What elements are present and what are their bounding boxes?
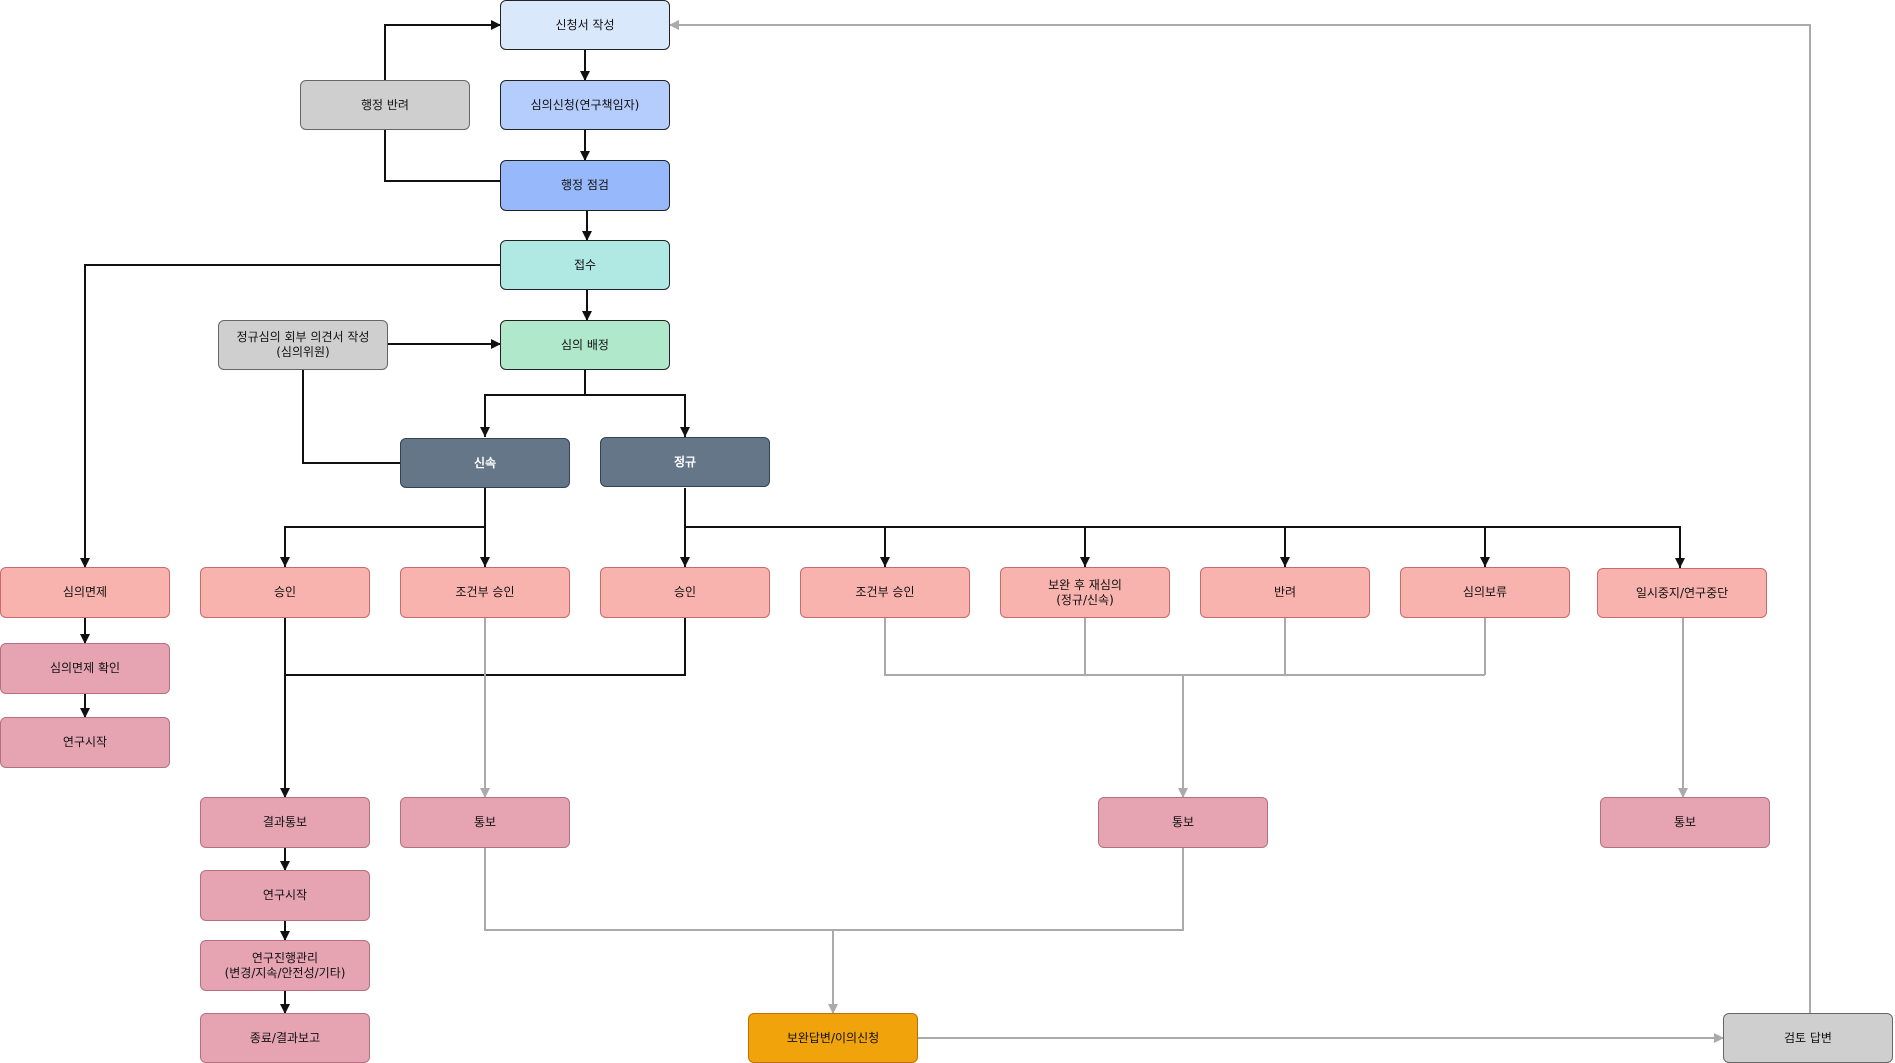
node-receipt: 접수 xyxy=(500,240,670,290)
node-review-reply: 검토 답변 xyxy=(1723,1013,1893,1063)
node-result-notice: 결과통보 xyxy=(200,797,370,848)
node-resubmit: 보완 후 재심의 (정규/신속) xyxy=(1000,567,1170,618)
edge-expedited-split xyxy=(284,488,486,567)
arrowhead-down-5 xyxy=(880,557,890,567)
node-deferred: 심의보류 xyxy=(1400,567,1570,618)
arrowhead-down-2 xyxy=(280,557,290,567)
arrowhead-down-7 xyxy=(1280,557,1290,567)
node-review-assign: 심의 배정 xyxy=(500,320,670,370)
edge-regular-split xyxy=(684,488,1681,568)
node-final-report: 종료/결과보고 xyxy=(200,1013,370,1063)
edge-notices-to-reply xyxy=(484,848,1184,931)
node-reject: 반려 xyxy=(1200,567,1370,618)
arrowhead-down-6 xyxy=(1080,557,1090,567)
node-progress-mgmt: 연구진행관리 (변경/지속/안전성/기타) xyxy=(200,940,370,991)
node-notice-right: 통보 xyxy=(1600,797,1770,848)
arrowhead-down-1 xyxy=(680,427,690,437)
node-exempt-confirm: 심의면제 확인 xyxy=(0,643,170,694)
node-notice-mid: 통보 xyxy=(1098,797,1268,848)
node-regular-opinion: 정규심의 회부 의견서 작성 (심의위원) xyxy=(218,320,388,370)
edge-return-to-write xyxy=(384,20,501,80)
node-review-request: 심의신청(연구책임자) xyxy=(500,80,670,130)
edge-reply-to-write xyxy=(669,20,1811,1013)
node-suspend: 일시중지/연구중단 xyxy=(1597,568,1767,618)
node-approve-expedited: 승인 xyxy=(200,567,370,618)
node-exempt: 심의면제 xyxy=(0,567,170,618)
node-research-start-left: 연구시작 xyxy=(0,717,170,768)
node-research-start: 연구시작 xyxy=(200,870,370,921)
node-cond-approve-regular: 조건부 승인 xyxy=(800,567,970,618)
node-admin-check: 행정 점검 xyxy=(500,160,670,211)
arrowhead-down-8 xyxy=(1480,557,1490,567)
edge-approve-regular-merge xyxy=(285,618,686,676)
edge-assign-split xyxy=(484,370,686,437)
arrowhead-down-4 xyxy=(680,557,690,567)
node-expedited: 신속 xyxy=(400,438,570,488)
node-approve-regular: 승인 xyxy=(600,567,770,618)
edge-receipt-to-exempt xyxy=(80,264,500,568)
node-supplement-reply: 보완답변/이의신청 xyxy=(748,1013,918,1063)
node-apply-write: 신청서 작성 xyxy=(500,0,670,50)
edge-expedited-to-opinion xyxy=(302,370,400,464)
node-notice-cond: 통보 xyxy=(400,797,570,848)
arrowhead-down-0 xyxy=(480,427,490,437)
node-regular: 정규 xyxy=(600,437,770,487)
edge-check-to-return xyxy=(384,130,500,182)
node-cond-approve-expedited: 조건부 승인 xyxy=(400,567,570,618)
arrowhead-down-3 xyxy=(480,557,490,567)
node-admin-return: 행정 반려 xyxy=(300,80,470,130)
arrowhead-down-9 xyxy=(1675,558,1685,568)
edge-regular-results-merge xyxy=(884,618,1486,676)
